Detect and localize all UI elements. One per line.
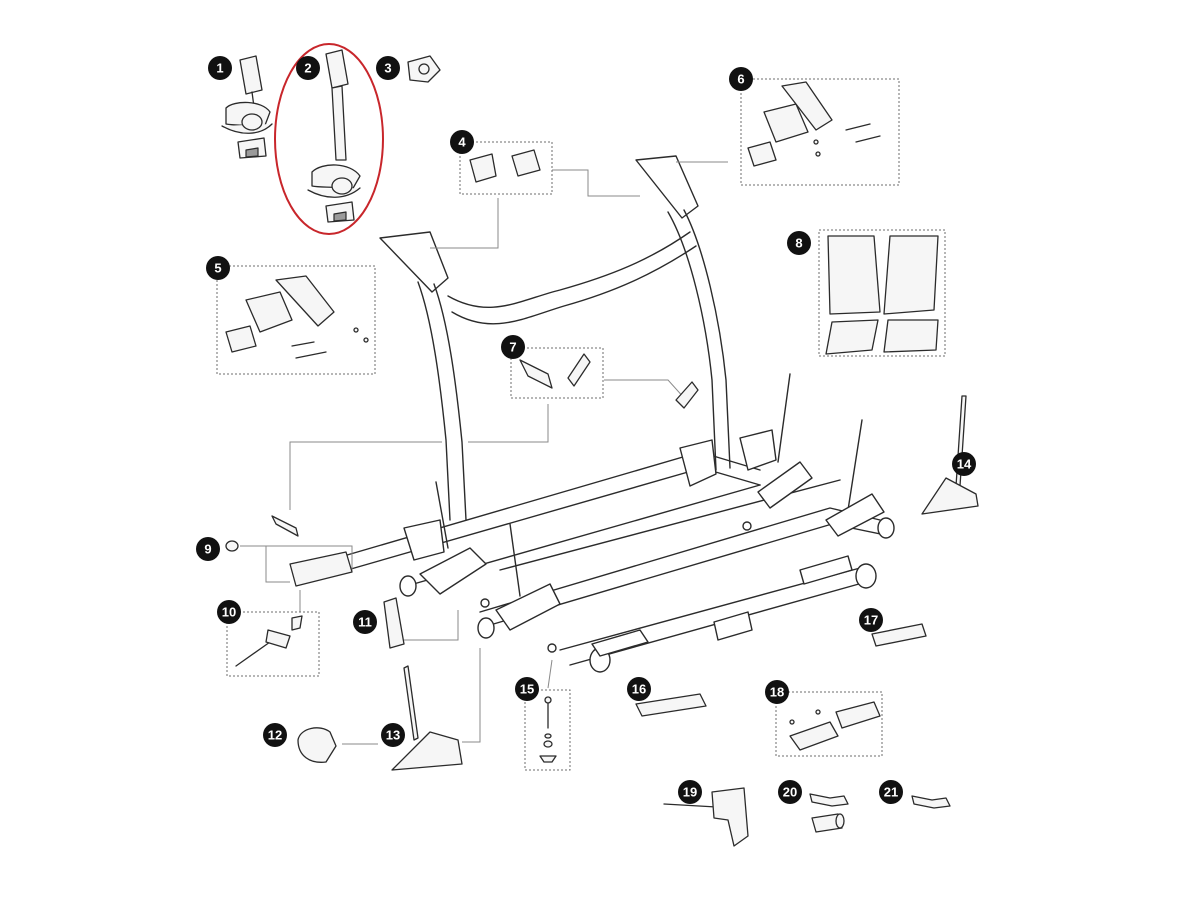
badge-17-label: 17	[864, 613, 878, 628]
part-4-end-caps	[469, 149, 541, 183]
badge-10: 10	[217, 600, 241, 624]
badge-20-label: 20	[783, 785, 797, 800]
part-6-box	[740, 78, 900, 186]
badge-14: 14	[952, 452, 976, 476]
part-8-box	[818, 229, 946, 357]
badge-19-label: 19	[683, 785, 697, 800]
part-18-box	[775, 691, 883, 757]
badge-15: 15	[515, 677, 539, 701]
badge-11-label: 11	[358, 615, 372, 630]
badge-14-label: 14	[957, 457, 972, 472]
part-20-key-and-cylinder	[809, 793, 849, 833]
badge-13-label: 13	[386, 728, 400, 743]
badge-18: 18	[765, 680, 789, 704]
part-18-cover-kit	[789, 701, 881, 751]
part-5-box	[216, 265, 376, 375]
badge-12: 12	[263, 723, 287, 747]
badge-4-label: 4	[458, 135, 466, 150]
leader-lines	[240, 161, 728, 745]
badge-11: 11	[353, 610, 377, 634]
part-5-mount-kit	[225, 275, 369, 359]
badge-20: 20	[778, 780, 802, 804]
part-11-clamp	[383, 597, 405, 649]
part-10-lock-kit	[235, 551, 353, 667]
part-15-bolt-kit	[539, 696, 557, 763]
badge-9-label: 9	[204, 542, 211, 557]
badge-15-label: 15	[520, 682, 534, 697]
badge-4: 4	[450, 130, 474, 154]
badge-3-label: 3	[384, 61, 391, 76]
badge-2: 2	[296, 56, 320, 80]
badge-1: 1	[208, 56, 232, 80]
badge-17: 17	[859, 608, 883, 632]
badge-6: 6	[729, 67, 753, 91]
part-4-box	[459, 141, 553, 195]
part-8-pads	[825, 235, 939, 355]
part-1-bike-holder	[221, 55, 273, 159]
part-17-strip	[871, 623, 927, 647]
badge-8-label: 8	[795, 236, 802, 251]
badge-3: 3	[376, 56, 400, 80]
badge-7-label: 7	[509, 340, 516, 355]
badge-9: 9	[196, 537, 220, 561]
part-7-box	[510, 347, 604, 399]
part-12-knob	[297, 727, 337, 763]
badge-6-label: 6	[737, 72, 744, 87]
badge-18-label: 18	[770, 685, 784, 700]
badge-16: 16	[627, 677, 651, 701]
part-7-straps	[271, 353, 699, 537]
badge-19: 19	[678, 780, 702, 804]
part-6-mount-kit	[747, 81, 881, 167]
badge-16-label: 16	[632, 682, 646, 697]
badge-21-label: 21	[884, 785, 898, 800]
part-10-box	[226, 611, 320, 677]
badge-5-label: 5	[214, 261, 221, 276]
badge-13: 13	[381, 723, 405, 747]
badge-12-label: 12	[268, 728, 282, 743]
part-21-key	[911, 795, 951, 809]
part-13-wheel-holder	[391, 665, 463, 771]
badge-2-label: 2	[304, 61, 311, 76]
part-9-small-cap	[225, 540, 239, 552]
badge-21: 21	[879, 780, 903, 804]
part-16-strip	[635, 693, 707, 717]
part-2-bike-holder-long	[307, 49, 361, 223]
part-15-box	[524, 689, 571, 771]
part-3-cap	[407, 55, 441, 83]
highlight-ring	[274, 43, 384, 235]
badge-1-label: 1	[216, 61, 223, 76]
rack-frame	[329, 155, 895, 673]
badge-7: 7	[501, 335, 525, 359]
badge-5: 5	[206, 256, 230, 280]
part-19-handle	[663, 787, 749, 847]
badge-10-label: 10	[222, 605, 236, 620]
badge-8: 8	[787, 231, 811, 255]
